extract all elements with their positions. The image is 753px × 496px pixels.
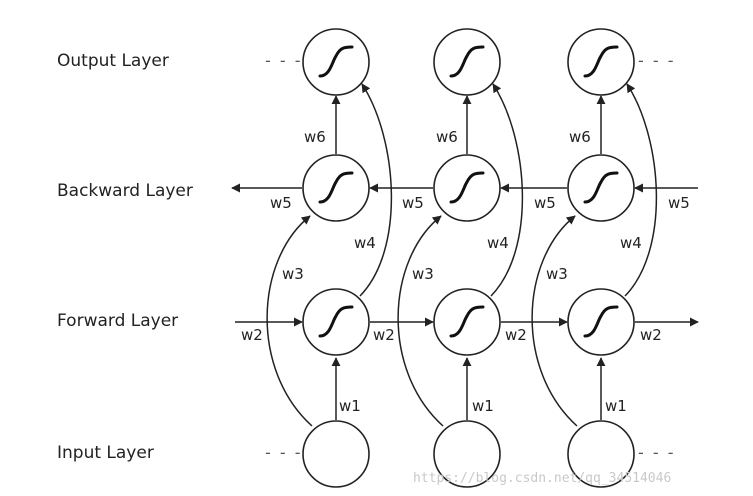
weight-w2-12: w2: [373, 326, 395, 344]
weight-w1-col3: w1: [605, 397, 627, 415]
sigmoid-icon: [583, 45, 619, 78]
forward-node-1: [302, 288, 370, 356]
output-layer-label: Output Layer: [57, 51, 169, 71]
weight-w6-col2: w6: [436, 128, 458, 146]
weight-w1-col2: w1: [472, 397, 494, 415]
weight-w4-col1: w4: [354, 234, 376, 252]
sigmoid-icon: [449, 45, 485, 78]
backward-node-3: [567, 154, 635, 222]
weight-w6-col3: w6: [569, 128, 591, 146]
input-node-2: [433, 420, 501, 488]
input-node-1: [302, 420, 370, 488]
forward-node-2: [433, 288, 501, 356]
edge-w3-col2: [397, 215, 444, 427]
watermark: https://blog.csdn.net/qq_34514046: [413, 471, 671, 486]
sigmoid-icon: [318, 45, 354, 78]
output-continuation-right: - - -: [638, 51, 676, 70]
weight-w2-out: w2: [640, 326, 662, 344]
backward-node-1: [302, 154, 370, 222]
edge-w4-col3: [624, 83, 658, 297]
weight-w2-23: w2: [505, 326, 527, 344]
weight-w3-col3: w3: [546, 265, 568, 283]
weight-w5-21: w5: [402, 194, 424, 212]
output-node-3: [567, 28, 635, 96]
weight-w3-col1: w3: [282, 265, 304, 283]
backward-node-2: [433, 154, 501, 222]
sigmoid-icon: [583, 305, 619, 338]
weight-w5-32: w5: [534, 194, 556, 212]
forward-layer-label: Forward Layer: [57, 311, 178, 331]
sigmoid-icon: [449, 171, 485, 204]
input-continuation-left: - - -: [265, 443, 303, 462]
sigmoid-icon: [449, 305, 485, 338]
sigmoid-icon: [318, 171, 354, 204]
edge-w4-col1: [359, 83, 393, 297]
weight-w6-col1: w6: [304, 128, 326, 146]
weight-w4-col2: w4: [487, 234, 509, 252]
weight-w3-col2: w3: [412, 265, 434, 283]
edge-w4-col2: [490, 83, 524, 297]
sigmoid-icon: [583, 171, 619, 204]
weight-w5-in: w5: [668, 194, 690, 212]
edge-w3-col3: [531, 215, 578, 427]
input-layer-label: Input Layer: [57, 443, 154, 463]
input-node-3: [567, 420, 635, 488]
forward-node-3: [567, 288, 635, 356]
input-continuation-right: - - -: [638, 443, 676, 462]
weight-w2-in: w2: [241, 326, 263, 344]
sigmoid-icon: [318, 305, 354, 338]
weight-w5-out: w5: [270, 194, 292, 212]
edge-w3-col1: [266, 215, 313, 427]
output-node-2: [433, 28, 501, 96]
backward-layer-label: Backward Layer: [57, 181, 193, 201]
output-node-1: [302, 28, 370, 96]
output-continuation-left: - - -: [265, 51, 303, 70]
weight-w1-col1: w1: [339, 397, 361, 415]
weight-w4-col3: w4: [620, 234, 642, 252]
